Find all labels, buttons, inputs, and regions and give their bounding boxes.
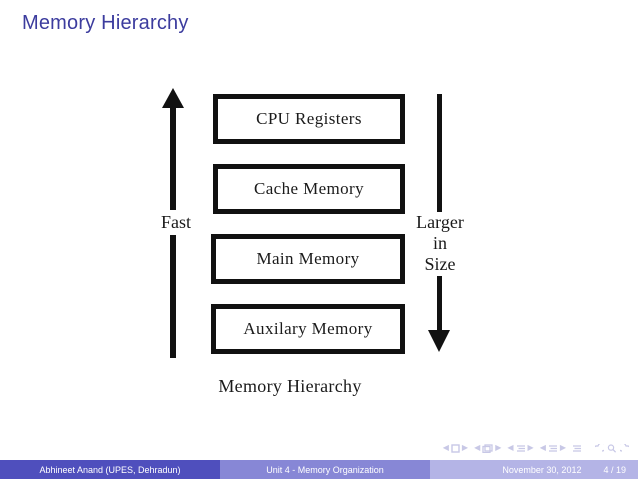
memory-level-box-cache-memory: Cache Memory [213, 164, 405, 214]
footer-date: November 30, 2012 [502, 464, 582, 475]
size-arrow-shaft-lower [437, 276, 442, 332]
nav-right-triangle-icon[interactable]: ▶ [527, 443, 534, 452]
memory-level-label: Auxilary Memory [243, 319, 373, 338]
nav-left-triangle-icon[interactable]: ◀ [474, 443, 481, 452]
size-axis-label: Larger in Size [408, 212, 472, 275]
table-of-contents-icon[interactable] [572, 444, 582, 453]
size-arrow-head-icon [428, 330, 450, 352]
memory-level-label: Main Memory [256, 249, 360, 268]
memory-level-box-cpu-registers: CPU Registers [213, 94, 405, 144]
nav-right-triangle-icon[interactable]: ▶ [495, 443, 502, 452]
previous-frame-icon[interactable] [451, 443, 460, 453]
size-axis-label-line2: in [432, 233, 447, 253]
footer-author: Abhineet Anand (UPES, Dehradun) [0, 460, 220, 479]
memory-hierarchy-diagram: Fast CPU Registers Cache Memory Main Mem… [152, 88, 472, 396]
nav-left-triangle-icon[interactable]: ◀ [539, 443, 546, 452]
forward-icon[interactable] [620, 443, 630, 453]
previous-section-icon[interactable] [548, 444, 558, 453]
size-axis-label-line3: Size [424, 254, 456, 274]
previous-slide-icon[interactable] [482, 443, 493, 453]
nav-left-triangle-icon[interactable]: ◀ [442, 443, 449, 452]
previous-subsection-icon[interactable] [516, 444, 526, 453]
footer-meta: November 30, 2012 4 / 19 [430, 460, 638, 479]
nav-subsection-group[interactable]: ◀ ▶ [507, 444, 533, 453]
nav-slide-group[interactable]: ◀ ▶ [474, 444, 501, 453]
nav-right-triangle-icon[interactable]: ▶ [559, 443, 566, 452]
fast-axis-label: Fast [152, 210, 200, 235]
back-icon[interactable] [594, 443, 604, 453]
figure-caption: Memory Hierarchy [218, 376, 362, 396]
footer-title: Unit 4 - Memory Organization [220, 460, 430, 479]
footer-page-number: 4 / 19 [603, 464, 626, 475]
search-icon[interactable] [607, 443, 617, 453]
nav-history-group[interactable] [594, 443, 630, 453]
fast-arrow-head-icon [162, 88, 184, 108]
beamer-navigation-bar[interactable]: ◀ ▶ ◀ ▶ ◀ ▶ ◀ ▶ [443, 440, 630, 456]
size-arrow-shaft-upper [437, 94, 442, 214]
memory-level-box-main-memory: Main Memory [211, 234, 405, 284]
nav-right-triangle-icon[interactable]: ▶ [461, 443, 469, 452]
nav-section-group[interactable]: ◀ ▶ [540, 444, 566, 453]
size-axis-label-line1: Larger [416, 212, 464, 232]
memory-level-box-auxilary-memory: Auxilary Memory [211, 304, 405, 354]
footer-bar: Abhineet Anand (UPES, Dehradun) Unit 4 -… [0, 460, 638, 479]
nav-left-triangle-icon[interactable]: ◀ [507, 443, 514, 452]
memory-level-label: CPU Registers [256, 109, 362, 128]
nav-frame-group[interactable]: ◀ ▶ [443, 444, 468, 453]
memory-level-label: Cache Memory [253, 179, 365, 198]
nav-toc-group[interactable] [572, 444, 582, 453]
page-title: Memory Hierarchy [22, 12, 189, 34]
